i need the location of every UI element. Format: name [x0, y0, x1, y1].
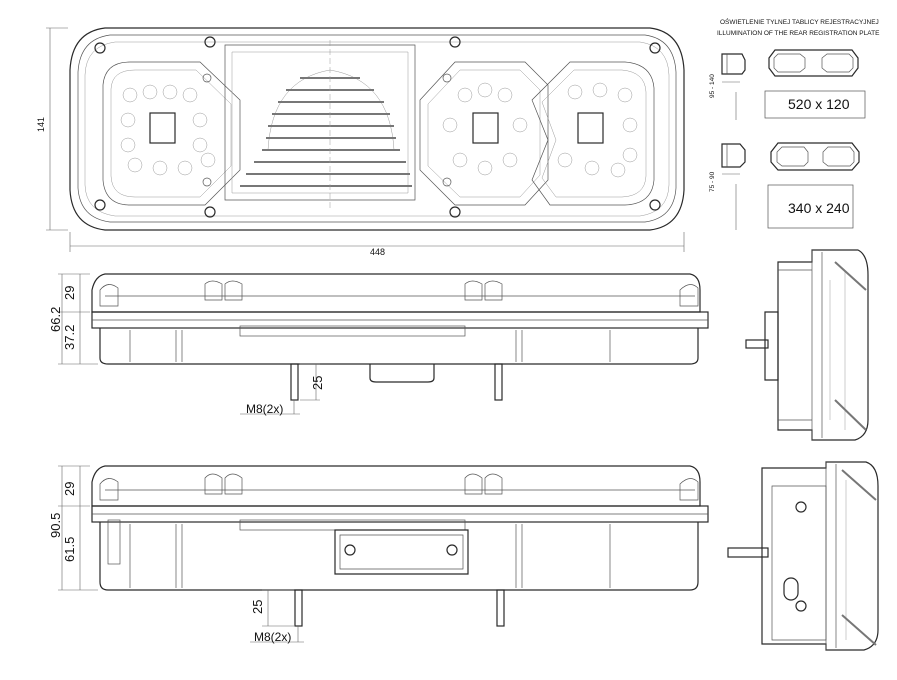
plate-1-box: [764, 90, 866, 119]
center-chevron: [240, 40, 412, 210]
end-view-2: [727, 461, 879, 651]
front-height-label: 141: [36, 117, 46, 132]
side-1-stud: 25: [310, 376, 325, 390]
side-1-total: 66.2: [48, 307, 63, 332]
side-view-2: 29 90.5 61.5 25 M8(2x): [48, 465, 709, 644]
side-2-top: 29: [62, 482, 77, 496]
left-led-ring: [120, 84, 216, 176]
front-width-label: 448: [370, 247, 385, 257]
plate-illumination-inset: OŚWIETLENIE TYLNEJ TABLICY REJESTRACYJNE…: [709, 17, 880, 230]
front-height-dimension: 141: [36, 27, 68, 231]
side-view-1: 29 66.2 37.2 25 M8(2x): [48, 273, 709, 416]
plate-2-box: [767, 184, 854, 229]
header-line-2: ILLUMINATION OF THE REAR REGISTRATION PL…: [717, 30, 880, 37]
side-2-bottom: 61.5: [62, 537, 77, 562]
plate-2-range: 75 - 90: [709, 171, 716, 192]
front-width-dimension: 448: [69, 232, 685, 257]
end-view-1: [745, 249, 869, 441]
front-screws: [94, 36, 661, 218]
side-1-thread: M8(2x): [246, 402, 283, 416]
front-view: 448 141: [36, 27, 685, 257]
side-2-total: 90.5: [48, 513, 63, 538]
plate-1-size: 520 x 120: [788, 96, 850, 112]
side-1-bottom: 37.2: [62, 325, 77, 350]
side-1-top: 29: [62, 286, 77, 300]
side-2-stud: 25: [250, 600, 265, 614]
plate-2-size: 340 x 240: [788, 200, 850, 216]
side-2-thread: M8(2x): [254, 630, 291, 644]
plate-1-range: 95 - 140: [709, 74, 716, 98]
header-line-1: OŚWIETLENIE TYLNEJ TABLICY REJESTRACYJNE…: [720, 17, 879, 26]
